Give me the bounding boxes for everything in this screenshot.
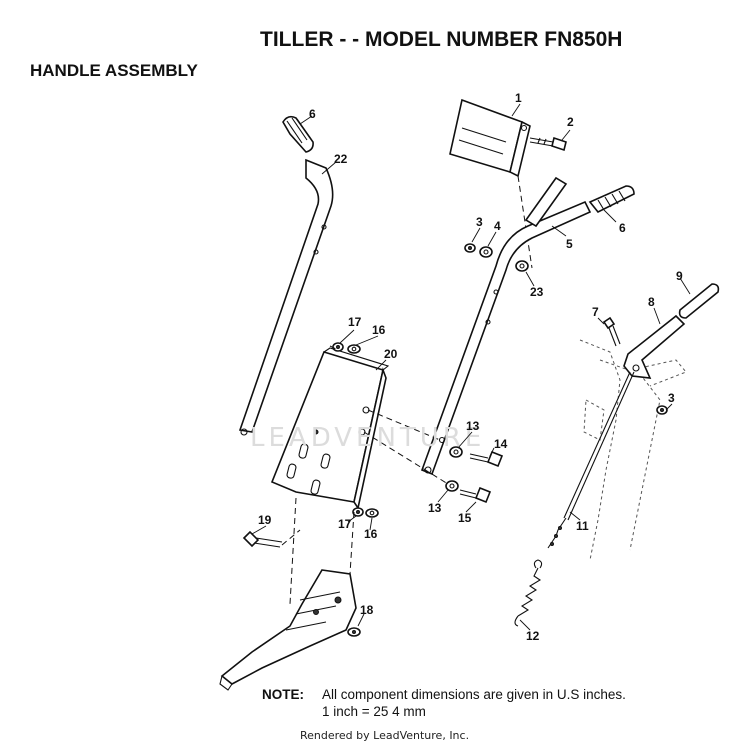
part-9-lever-grip [678, 283, 720, 319]
callout-11: 11 [576, 519, 589, 533]
callout-20: 20 [384, 347, 398, 361]
callout-17: 17 [338, 517, 352, 531]
callout-1: 1 [515, 91, 522, 105]
callout-7: 7 [592, 305, 599, 319]
part-11-cable [547, 371, 635, 549]
part-6-right-grip [588, 185, 635, 214]
callout-9: 9 [676, 269, 683, 283]
part-8-lever [623, 314, 686, 379]
callout-16: 16 [364, 527, 378, 541]
callout-labels: 1 2 3 3 4 5 6 6 7 8 9 11 12 13 13 14 15 … [258, 91, 683, 643]
part-7-pin [602, 316, 621, 347]
callout-13: 13 [466, 419, 480, 433]
part-18-frame-bracket [219, 497, 361, 691]
part-19-bolt [242, 529, 301, 548]
part-5-right-handle [420, 176, 592, 476]
part-22-left-handle [238, 158, 334, 436]
callout-19: 19 [258, 513, 272, 527]
part-12-spring [514, 559, 543, 627]
part-2-screw [529, 136, 567, 152]
callout-16: 16 [372, 323, 386, 337]
note-line-1: All component dimensions are given in U.… [322, 687, 626, 702]
callout-5: 5 [566, 237, 573, 251]
part-13-14-15-hardware [445, 446, 504, 504]
part-6-left-grip [282, 115, 314, 153]
callout-leaders [251, 103, 691, 631]
part-3-nut-right [656, 405, 668, 415]
callout-4: 4 [494, 219, 501, 233]
rendered-by-footer: Rendered by LeadVenture, Inc. [300, 729, 470, 742]
part-20-panel [270, 347, 390, 511]
watermark-logo: LEADVENTURE [250, 423, 485, 453]
callout-8: 8 [648, 295, 655, 309]
callout-15: 15 [458, 511, 472, 525]
callout-17: 17 [348, 315, 362, 329]
callout-14: 14 [494, 437, 508, 451]
control-ghost-outline [579, 339, 687, 561]
part-17-16-bottom-hardware [352, 507, 379, 518]
callout-18: 18 [360, 603, 374, 617]
callout-13: 13 [428, 501, 442, 515]
callout-6: 6 [619, 221, 626, 235]
page-title: TILLER - - MODEL NUMBER FN850H [260, 28, 623, 51]
callout-2: 2 [567, 115, 574, 129]
dimension-note: NOTE: All component dimensions are given … [262, 686, 626, 720]
part-1-shield [449, 98, 533, 269]
callout-22: 22 [334, 152, 348, 166]
callout-6: 6 [309, 107, 316, 121]
callout-3: 3 [668, 391, 675, 405]
note-line-2: 1 inch = 25 4 mm [322, 704, 426, 719]
part-3-4-23-hardware [464, 243, 529, 272]
section-title: HANDLE ASSEMBLY [30, 61, 198, 80]
part-17-16-top-hardware [332, 342, 361, 354]
callout-23: 23 [530, 285, 544, 299]
callout-12: 12 [526, 629, 540, 643]
note-label: NOTE: [262, 687, 304, 702]
callout-3: 3 [476, 215, 483, 229]
